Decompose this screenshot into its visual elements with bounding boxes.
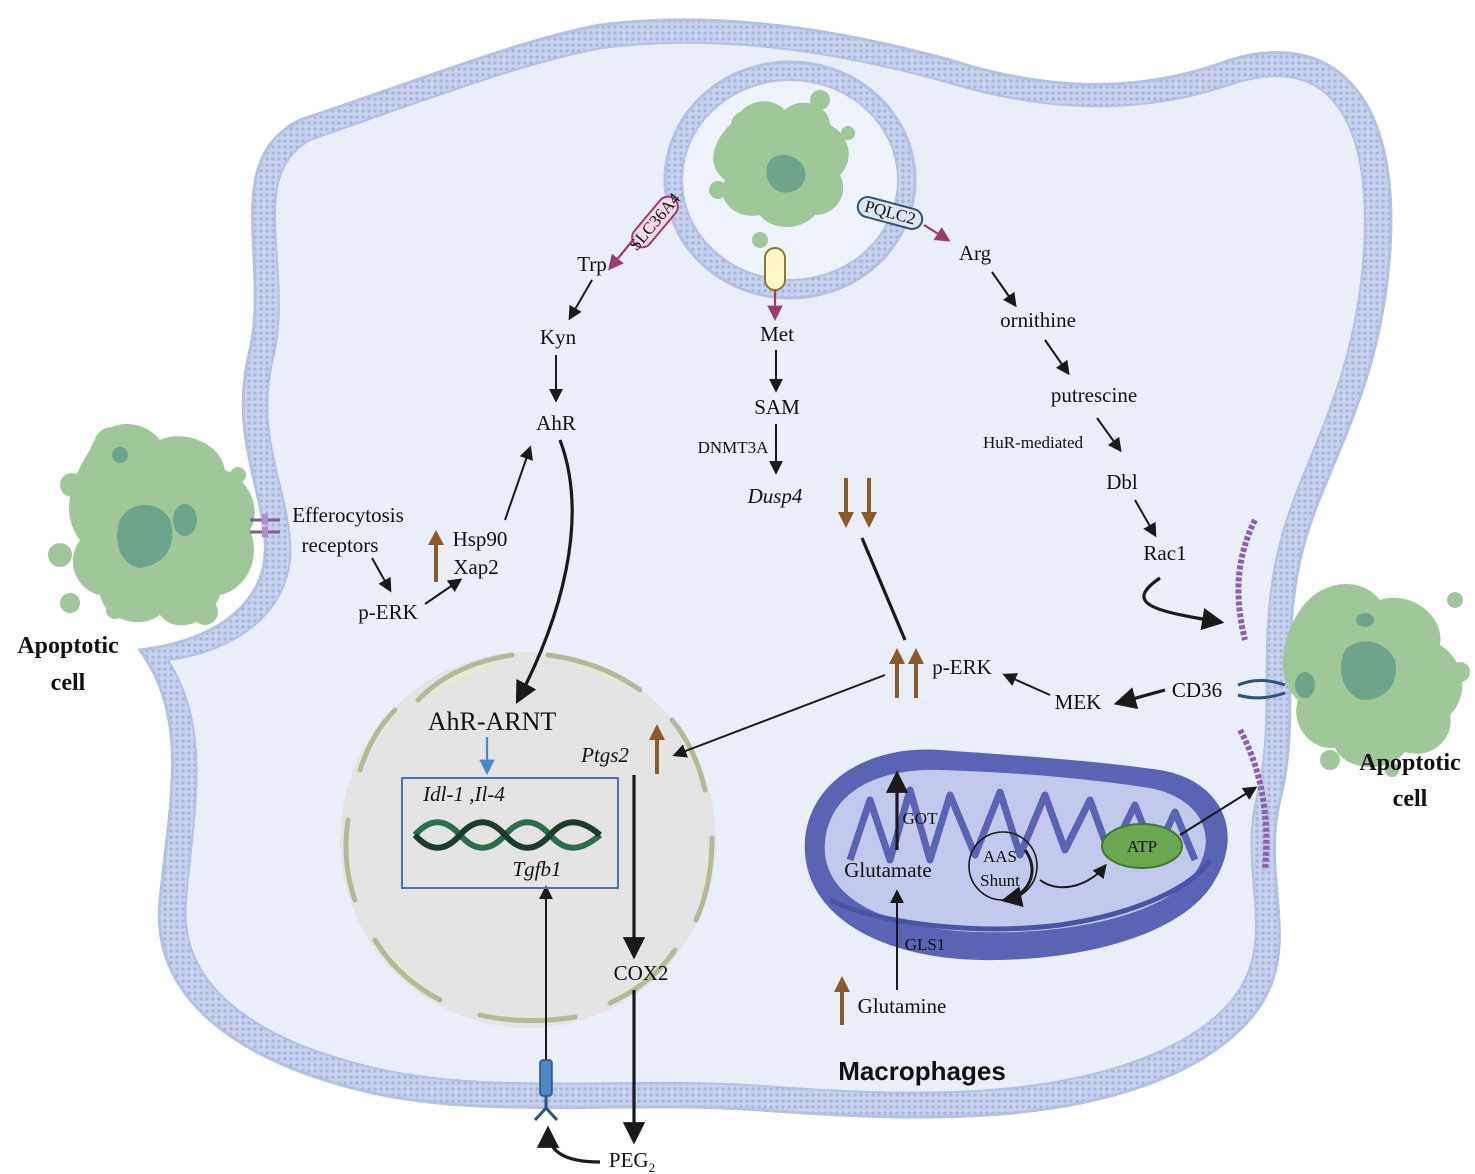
label-macrophages: Macrophages [838, 1056, 1006, 1086]
up-arrow-ptgs2-icon [649, 724, 665, 774]
membrane-fragment-lower [1237, 728, 1270, 871]
arrow-aas-atp [1039, 863, 1107, 889]
membrane-fragment-upper [1235, 518, 1258, 641]
arrow-ahr-ahrarnt [515, 439, 574, 704]
label-cd36: CD36 [1172, 678, 1222, 702]
label-dbl: Dbl [1106, 470, 1138, 494]
arrow-perk-hsp90 [424, 578, 463, 605]
arrow-cd36-mek [1113, 687, 1166, 710]
label-glutamine: Glutamine [858, 994, 947, 1018]
label-shunt: Shunt [980, 871, 1020, 890]
label-gls1: GLS1 [905, 935, 946, 954]
label-met: Met [760, 322, 794, 346]
label-kyn: Kyn [540, 325, 577, 349]
gene-box [401, 777, 619, 889]
label-arg: Arg [959, 241, 992, 265]
peg2-receptor-icon [533, 1059, 559, 1122]
label-dnmt3a: DNMT3A [698, 438, 770, 457]
label-peg2: PEG2 [609, 1148, 655, 1174]
arrow-mek-perk [1002, 673, 1051, 696]
arrow-perk-ptgs2 [672, 674, 886, 758]
mitochondrion [804, 749, 1228, 961]
label-dusp4: Dusp4 [747, 484, 803, 508]
dna-helix-icon [412, 819, 602, 851]
engulfed-apoptotic-cell [709, 90, 855, 248]
met-transporter [764, 247, 786, 291]
arrow-rac1-membrane [1142, 576, 1225, 631]
efferocytosis-receptor-icon [250, 514, 280, 537]
down-arrows-dusp4-icon [838, 478, 877, 528]
up-arrow-glutamine-icon [834, 976, 850, 1025]
apoptotic-cell-left [48, 423, 255, 626]
arrow-peg2-receptor [536, 1125, 601, 1164]
apoptotic-cell-right-label-2: cell [1393, 786, 1428, 812]
arrow-dbl-rac1 [1134, 499, 1157, 538]
label-ahr: AhR [536, 411, 576, 435]
arrow-receptors-perk [371, 557, 392, 593]
arrow-atp-membrane [1179, 786, 1258, 836]
label-mek: MEK [1055, 690, 1102, 714]
arrow-trp-kyn [568, 279, 593, 321]
label-tgfb1: Tgfb1 [512, 857, 561, 881]
arrow-hsp90-ahr [504, 445, 533, 521]
up-arrow-hsp90-icon [428, 530, 444, 582]
label-xap2: Xap2 [453, 555, 499, 579]
label-putrescine: putrescine [1051, 383, 1137, 407]
aas-shunt-arrow-icon [1000, 849, 1034, 907]
apoptotic-cell-left-label-2: cell [51, 670, 86, 696]
label-aas: AAS [983, 847, 1017, 866]
slc36a4-arrow [608, 239, 634, 271]
apoptotic-cell-left-label-1: Apoptotic [17, 633, 119, 659]
label-got: GOT [903, 809, 939, 828]
arrow-putrescine-dbl [1096, 417, 1122, 453]
label-sam: SAM [754, 395, 800, 419]
label-ptgs2: Ptgs2 [580, 743, 629, 767]
atp-label: ATP [1127, 837, 1157, 856]
label-trp: Trp [577, 252, 607, 276]
inhibit-dusp4-perk [860, 537, 907, 641]
arrow-ornithine-putrescine [1044, 339, 1070, 376]
cd36-receptor-icon [1237, 679, 1286, 700]
label-rac1: Rac1 [1143, 541, 1186, 565]
label-glutamate: Glutamate [844, 858, 931, 882]
apoptotic-cell-right-label-1: Apoptotic [1359, 750, 1461, 776]
label-cox2: COX2 [614, 961, 669, 985]
label-efferocytosis: Efferocytosis [292, 503, 404, 527]
pqlc2-arrow [923, 224, 951, 242]
label-perk-left: p-ERK [358, 600, 418, 624]
label-ahr-arnt: AhR-ARNT [428, 707, 557, 736]
nucleus [340, 652, 716, 1028]
label-hsp90: Hsp90 [453, 527, 508, 551]
label-hur: HuR-mediated [983, 433, 1084, 452]
label-perk-center: p-ERK [932, 655, 992, 679]
label-receptors: receptors [302, 533, 379, 557]
label-genes: Idl-1 ,Il-4 [422, 782, 505, 806]
label-ornithine: ornithine [1000, 308, 1076, 332]
arrow-arg-ornithine [991, 271, 1017, 308]
apoptotic-cell-right [1282, 583, 1470, 777]
atp-badge [1101, 823, 1183, 869]
up-arrows-perk-icon [889, 648, 924, 698]
